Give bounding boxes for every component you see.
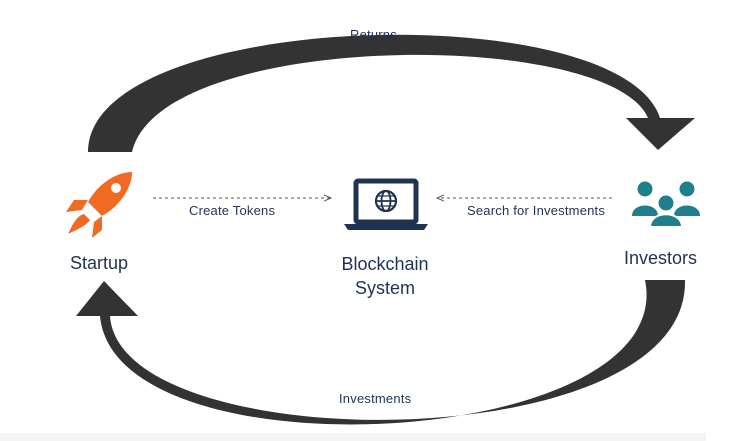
investments-label: Investments (339, 391, 412, 406)
rocket-icon (66, 172, 132, 238)
returns-arrow (88, 34, 695, 152)
blockchain-system-label: Blockchain System (318, 252, 452, 300)
investors-label: Investors (624, 248, 698, 268)
laptop-globe-icon (344, 178, 428, 230)
returns-label: Returns (350, 27, 397, 42)
create-tokens-label: Create Tokens (189, 203, 276, 218)
search-investments-label: Search for Investments (467, 203, 606, 218)
bottom-strip (0, 433, 706, 441)
blockchain-label-line1: Blockchain (341, 254, 429, 274)
group-icon (632, 181, 700, 228)
startup-label: Startup (70, 253, 129, 273)
blockchain-label-line2: System (354, 278, 415, 298)
